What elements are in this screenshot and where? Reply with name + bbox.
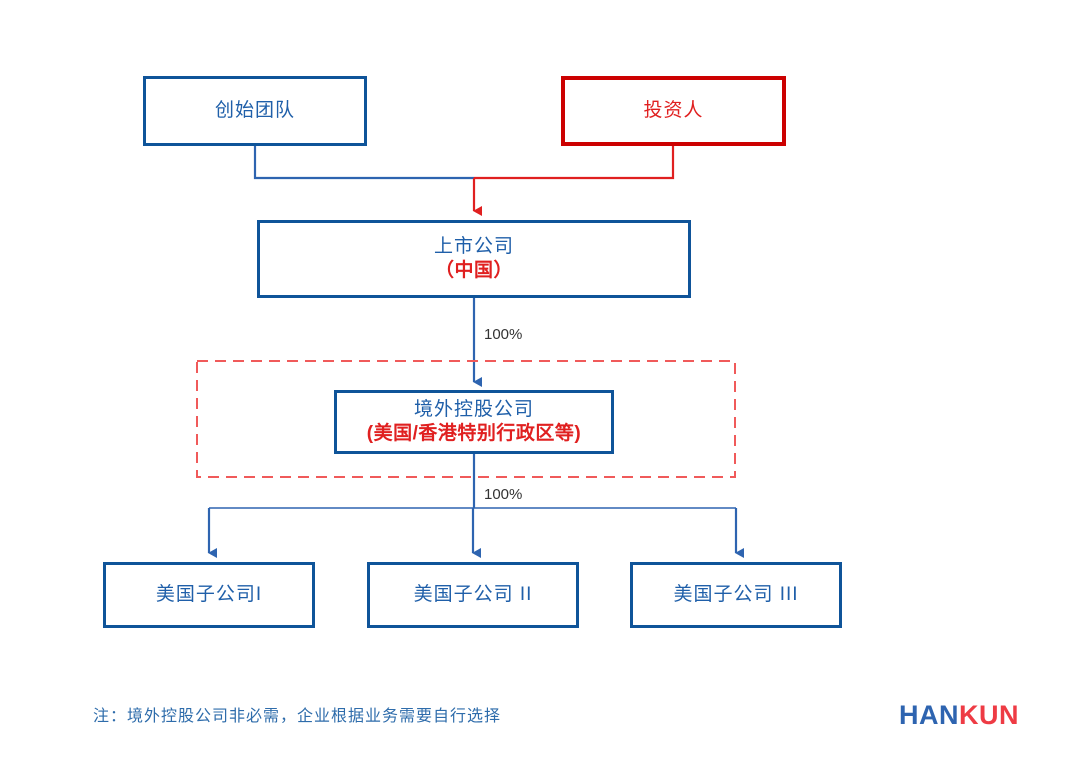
edge-label-offshore-to-subsidiaries: 100%	[484, 486, 523, 503]
node-founder-team[interactable]: 创始团队	[143, 76, 367, 146]
node-investor-label: 投资人	[643, 100, 704, 122]
hankun-logo-kun: KUN	[959, 700, 1019, 730]
node-investor[interactable]: 投资人	[561, 76, 786, 146]
node-listed-company[interactable]: 上市公司 （中国）	[257, 220, 691, 298]
node-subsidiary-2-label: 美国子公司 II	[413, 584, 533, 606]
node-subsidiary-1[interactable]: 美国子公司I	[103, 562, 315, 628]
node-founder-team-label: 创始团队	[214, 100, 295, 122]
node-subsidiary-1-label: 美国子公司I	[155, 584, 263, 606]
node-subsidiary-2[interactable]: 美国子公司 II	[367, 562, 579, 628]
footnote-text: 注：境外控股公司非必需，企业根据业务需要自行选择	[93, 708, 502, 725]
node-offshore-holding-label: 境外控股公司	[413, 399, 534, 421]
hankun-logo: HANKUN	[899, 700, 1019, 731]
edge-investor-to-listed	[474, 146, 675, 180]
node-listed-company-jurisdiction: （中国）	[434, 260, 513, 281]
hankun-logo-han: HAN	[899, 700, 959, 730]
node-subsidiary-3[interactable]: 美国子公司 III	[630, 562, 842, 628]
node-subsidiary-3-label: 美国子公司 III	[673, 584, 799, 606]
node-offshore-holding-company[interactable]: 境外控股公司 (美国/香港特别行政区等)	[334, 390, 614, 454]
edge-label-listed-to-offshore: 100%	[484, 326, 523, 343]
edge-offshore-to-bus	[209, 454, 736, 509]
node-listed-company-label: 上市公司	[433, 236, 514, 258]
node-offshore-holding-jurisdiction: (美国/香港特别行政区等)	[366, 423, 582, 444]
edge-founder-to-listed	[253, 146, 474, 180]
